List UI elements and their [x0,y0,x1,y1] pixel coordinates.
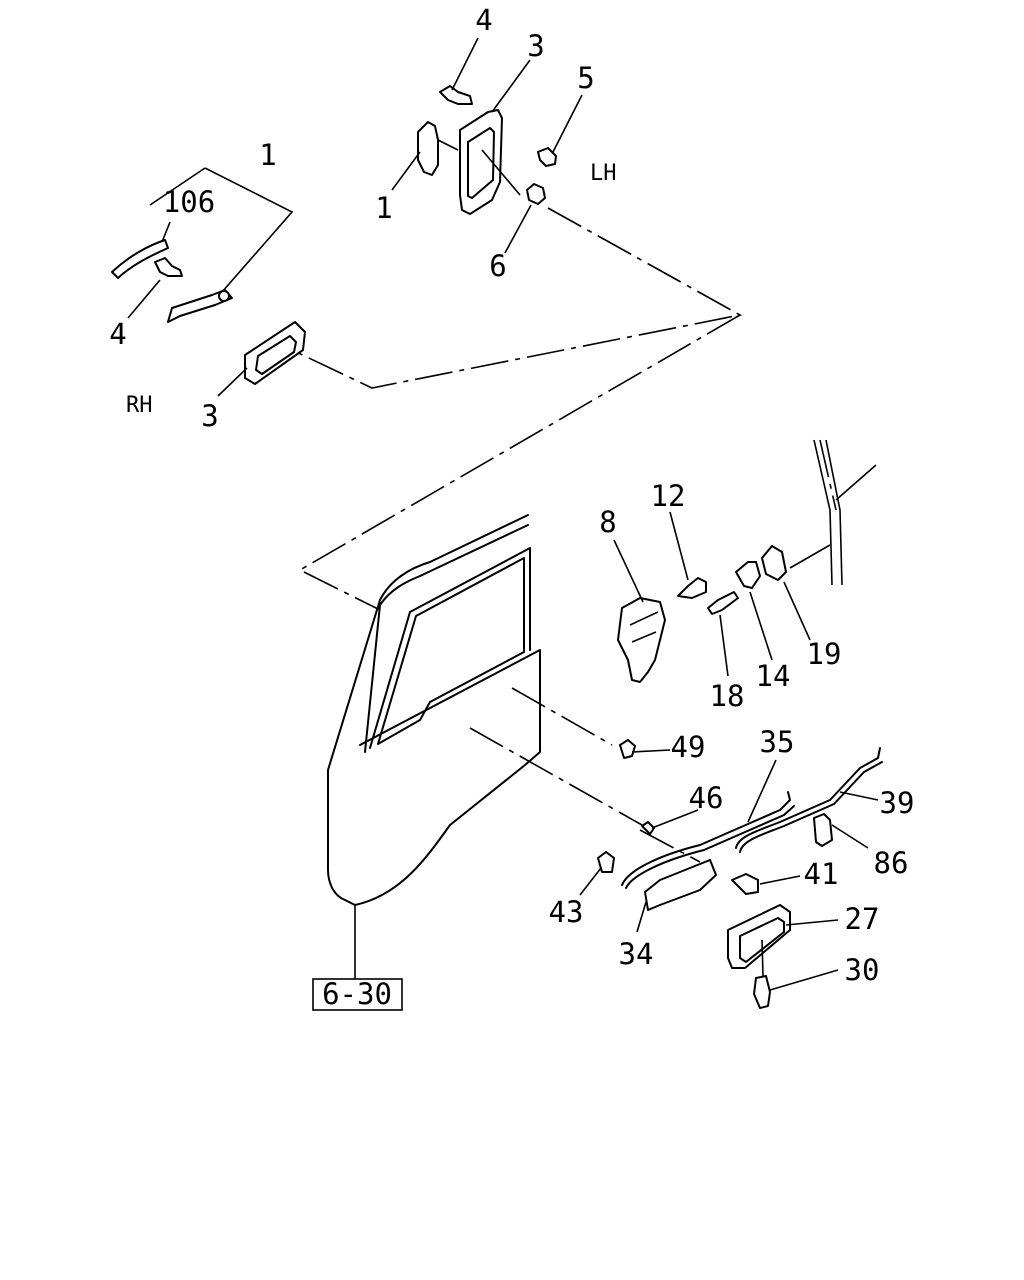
callout-86: 86 [874,846,909,880]
reference-box-label: 6-30 [322,977,392,1011]
callout-30: 30 [845,953,880,987]
callout-numbers: 4 3 5 1 1 106 6 4 3 12 8 19 14 18 35 49 … [109,3,914,987]
callout-1-rh: 1 [259,138,276,172]
callout-4-rh: 4 [109,317,126,351]
callout-4-lh: 4 [475,3,492,37]
rh-handle-group [111,167,306,385]
callout-5: 5 [577,61,594,95]
callout-19: 19 [807,637,842,671]
callout-3-lh: 3 [527,29,544,63]
callout-1-lh: 1 [375,191,392,225]
callout-12: 12 [651,479,686,513]
callout-46: 46 [689,781,724,815]
callout-27: 27 [845,902,880,936]
projection-lines [291,207,743,863]
callout-34: 34 [619,937,654,971]
lock-and-striker [617,439,877,683]
rod-linkage [597,739,883,1009]
callout-6: 6 [489,249,506,283]
reference-box [312,978,403,1011]
callout-35: 35 [760,725,795,759]
callout-43: 43 [549,895,584,929]
callout-106: 106 [163,185,215,219]
callout-14: 14 [756,659,791,693]
callout-3-rh: 3 [201,399,218,433]
callout-49: 49 [671,730,706,764]
lh-handle-group [417,85,557,215]
callout-8: 8 [599,505,616,539]
side-label-rh: RH [126,393,153,418]
side-label-lh: LH [590,161,617,186]
door-panel [327,514,541,980]
callout-41: 41 [804,857,839,891]
callout-18: 18 [710,679,745,713]
callout-39: 39 [880,786,915,820]
leader-lines [127,37,879,991]
